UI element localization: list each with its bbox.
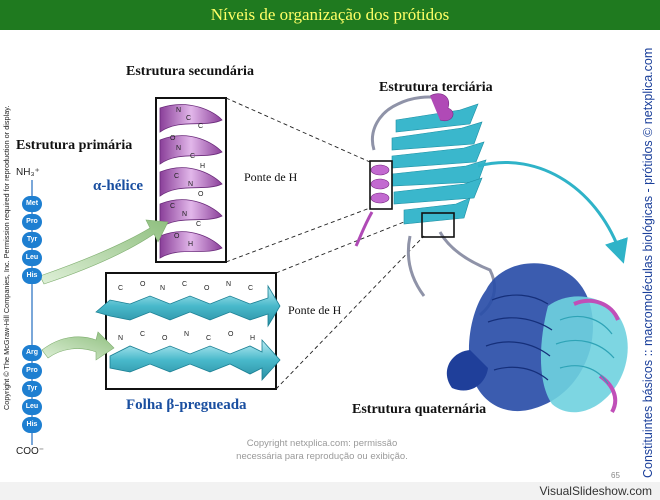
title-bar: Níveis de organização dos prótidos [0, 0, 660, 30]
residue-8: Tyr [22, 381, 42, 397]
svg-text:O: O [162, 335, 168, 342]
svg-text:C: C [198, 123, 203, 130]
svg-text:N: N [176, 107, 181, 114]
label-secondary-structure: Estrutura secundária [126, 64, 254, 79]
n-terminus: NH₃⁺ [16, 167, 40, 178]
svg-text:N: N [226, 281, 231, 288]
svg-text:N: N [182, 211, 187, 218]
svg-text:O: O [228, 331, 234, 338]
arrow-to-helix [39, 219, 169, 285]
svg-text:C: C [248, 285, 253, 292]
svg-text:O: O [140, 281, 146, 288]
copyright-line-2: necessária para reprodução ou exibição. [236, 451, 408, 462]
svg-text:N: N [118, 335, 123, 342]
svg-text:O: O [198, 191, 204, 198]
zoom-connector-lines [225, 97, 425, 390]
svg-text:H: H [200, 163, 205, 170]
svg-text:N: N [188, 181, 193, 188]
svg-text:N: N [176, 145, 181, 152]
svg-text:C: C [186, 115, 191, 122]
residue-1: Met [22, 196, 42, 212]
right-site-credit: Constituintes básicos :: macromoléculas … [641, 47, 655, 478]
label-quaternary-structure: Estrutura quaternária [352, 402, 487, 417]
footer-bar: VisualSlideshow.com [0, 482, 660, 500]
residue-3: Tyr [22, 232, 42, 248]
residue-2: Pro [22, 214, 42, 230]
arrow-to-sheet [41, 331, 115, 361]
label-h-bond-sheet: Ponte de H [288, 303, 342, 317]
svg-text:C: C [190, 153, 195, 160]
label-tertiary-structure: Estrutura terciária [379, 80, 493, 95]
svg-text:C: C [182, 281, 187, 288]
page-number: 65 [611, 471, 620, 480]
residue-7: Pro [22, 363, 42, 379]
beta-sheet-panel: C O N C O N C N C O N C O H [95, 272, 281, 390]
label-beta-sheet: Folha β-pregueada [126, 397, 247, 413]
copyright-line-1: Copyright netxplica.com: permissão [246, 438, 398, 449]
svg-text:C: C [196, 221, 201, 228]
footer-watermark: VisualSlideshow.com [539, 484, 652, 498]
arrow-to-quaternary [477, 161, 628, 264]
label-alpha-helix: α-hélice [93, 178, 144, 194]
slide-title: Níveis de organização dos prótidos [210, 5, 450, 24]
svg-text:C: C [140, 331, 145, 338]
label-h-bond-helix: Ponte de H [244, 170, 298, 184]
alpha-helix-panel: NCC ONC HCN OCN COH [155, 97, 227, 263]
svg-text:N: N [184, 331, 189, 338]
svg-text:C: C [206, 335, 211, 342]
svg-text:O: O [174, 233, 180, 240]
residue-5: His [22, 268, 42, 284]
tertiary-structure [354, 93, 496, 317]
label-primary-structure: Estrutura primária [16, 138, 133, 153]
svg-text:C: C [118, 285, 123, 292]
svg-text:O: O [170, 135, 176, 142]
residue-6: Arg [22, 345, 42, 361]
quaternary-structure [446, 263, 628, 413]
residue-9: Leu [22, 399, 42, 415]
residue-10: His [22, 417, 42, 433]
svg-text:H: H [188, 241, 193, 248]
svg-text:C: C [174, 173, 179, 180]
svg-text:O: O [204, 285, 210, 292]
copyright-note: Copyright netxplica.com: permissão neces… [222, 437, 422, 463]
c-terminus: COO⁻ [16, 446, 45, 457]
svg-text:N: N [160, 285, 165, 292]
residue-4: Leu [22, 250, 42, 266]
svg-text:C: C [170, 203, 175, 210]
left-copyright-notice: Copyright © The McGraw-Hill Companies, I… [2, 105, 11, 410]
svg-text:H: H [250, 335, 255, 342]
